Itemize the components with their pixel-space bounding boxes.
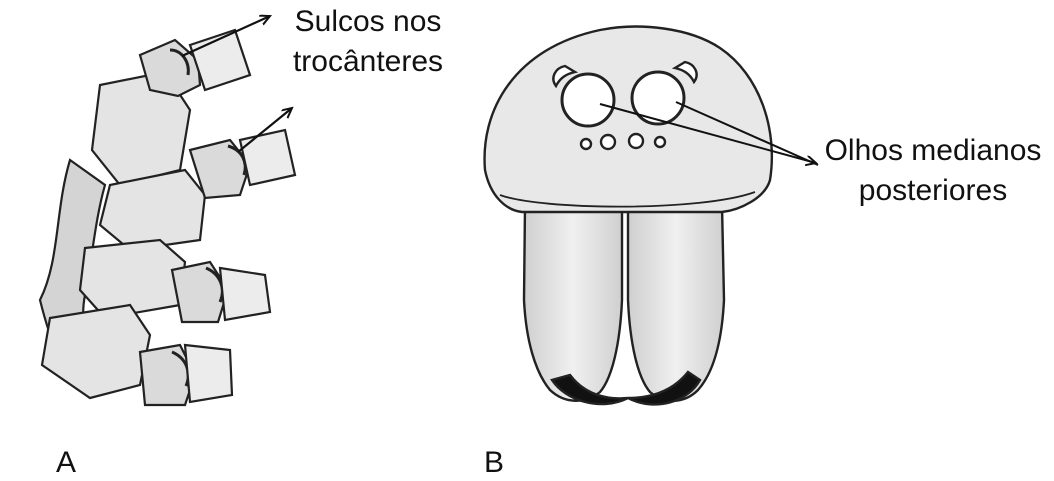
carapace [485,27,772,212]
small-eye-2 [601,135,615,149]
annotation-a-line1: Sulcos nos [288,4,448,40]
coxa-4 [42,305,150,398]
chelicera-left [524,205,622,401]
panel-b-illustration [485,27,772,405]
panel-a-illustration [40,30,295,405]
small-eye-4 [655,137,665,147]
leg-stub-2 [240,130,295,185]
leg-stub-3 [220,268,270,320]
panel-b-letter: B [484,445,504,481]
panel-a-letter: A [56,445,76,481]
coxa-2 [100,170,205,250]
posterior-median-eye-left [562,74,614,126]
posterior-median-eye-right [632,72,684,124]
small-eye-3 [629,134,643,148]
small-eye-1 [581,139,591,149]
coxa-3 [80,240,185,318]
annotation-b-line1: Olhos medianos [818,133,1048,169]
chelicera-right [628,205,724,401]
annotation-a-line2: trocânteres [288,44,448,80]
leg-stub-4 [185,345,232,402]
annotation-b-line2: posteriores [818,173,1048,209]
